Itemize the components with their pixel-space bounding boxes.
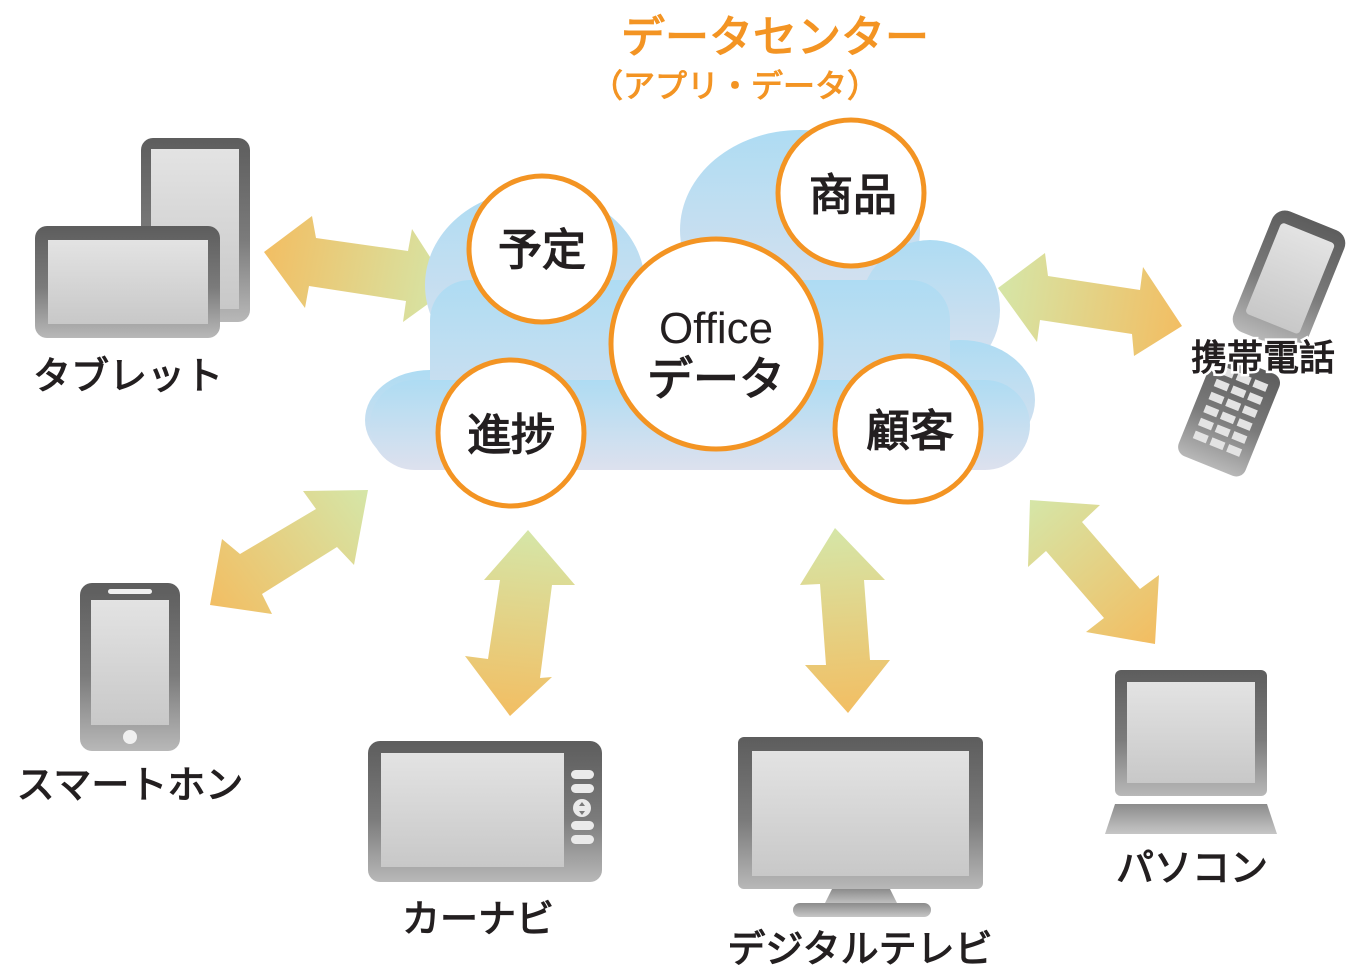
arrow-tablet-cloud: [264, 216, 450, 322]
arrow-cloud-mobile-phone: [998, 253, 1182, 356]
bubble-progress-label: 進捗: [467, 410, 555, 461]
mobile-phone-label: 携帯電話: [1191, 338, 1335, 379]
arrow-cloud-digital-tv: [800, 528, 890, 713]
smartphone-label: スマートホン: [17, 763, 244, 807]
datacenter-title: データセンター: [621, 12, 929, 63]
datacenter-subtitle: （アプリ・データ）: [591, 67, 879, 105]
bubble-schedule: 予定: [466, 173, 618, 325]
pc-label: パソコン: [1116, 846, 1268, 890]
digital-tv-label: デジタルテレビ: [727, 927, 992, 970]
arrow-cloud-car-navi: [465, 530, 575, 716]
laptop-icon: [1105, 670, 1277, 834]
bubble-customer-label: 顧客: [866, 406, 954, 457]
bubble-office-data: Office データ: [608, 236, 824, 452]
tv-icon: [738, 737, 983, 917]
flip-phone-icon: [1178, 210, 1346, 477]
bubble-progress: 進捗: [435, 357, 587, 509]
bubble-product-label: 商品: [809, 170, 897, 221]
bubble-product: 商品: [775, 117, 927, 269]
bubble-customer: 顧客: [832, 353, 984, 505]
office-label: Office: [659, 304, 773, 353]
arrow-cloud-smartphone: [210, 490, 368, 614]
smartphone-icon: [80, 583, 180, 751]
tablet-icon: [35, 138, 250, 338]
arrow-cloud-pc: [1028, 500, 1159, 644]
bubble-schedule-label: 予定: [498, 225, 586, 276]
tablet-label: タブレット: [33, 354, 223, 398]
data-label: データ: [647, 352, 785, 406]
car-navigation-icon: [368, 741, 602, 882]
car-navi-label: カーナビ: [402, 897, 554, 941]
